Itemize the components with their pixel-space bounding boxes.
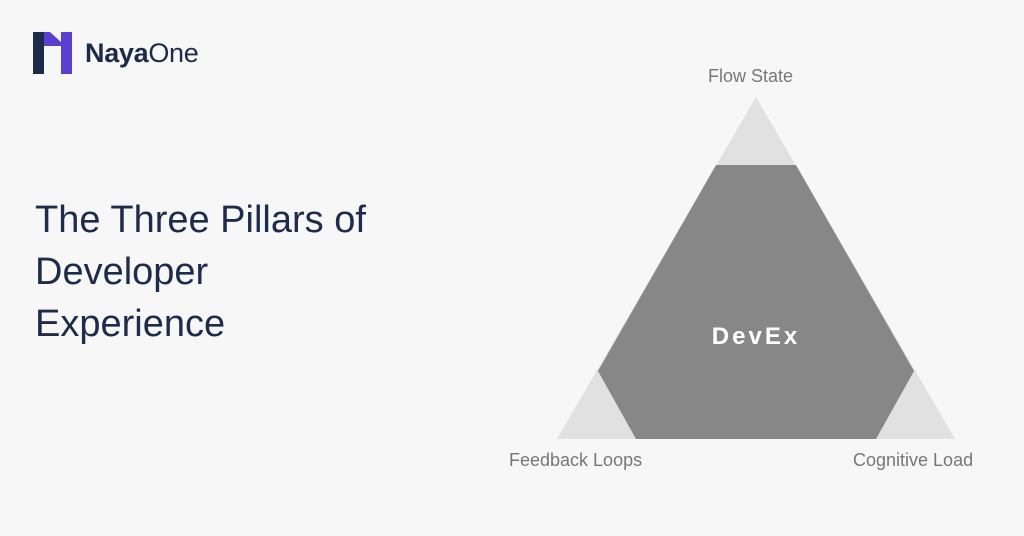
logo-wordmark: NayaOne — [85, 37, 199, 68]
cognitive-load-label: Cognitive Load — [853, 450, 974, 470]
title-line: Experience — [35, 303, 226, 345]
naya-one-logo: NayaOne — [33, 32, 199, 74]
title-line: The Three Pillars of — [35, 199, 366, 241]
page-title: The Three Pillars of Developer Experienc… — [35, 194, 366, 350]
title-line: Developer — [35, 251, 209, 293]
feedback-loops-label: Feedback Loops — [509, 450, 643, 470]
devex-label: DevEx — [712, 323, 800, 350]
flow-state-label: Flow State — [708, 66, 794, 86]
devex-core-hexagon — [598, 165, 914, 439]
logo-mark-icon — [33, 32, 72, 74]
